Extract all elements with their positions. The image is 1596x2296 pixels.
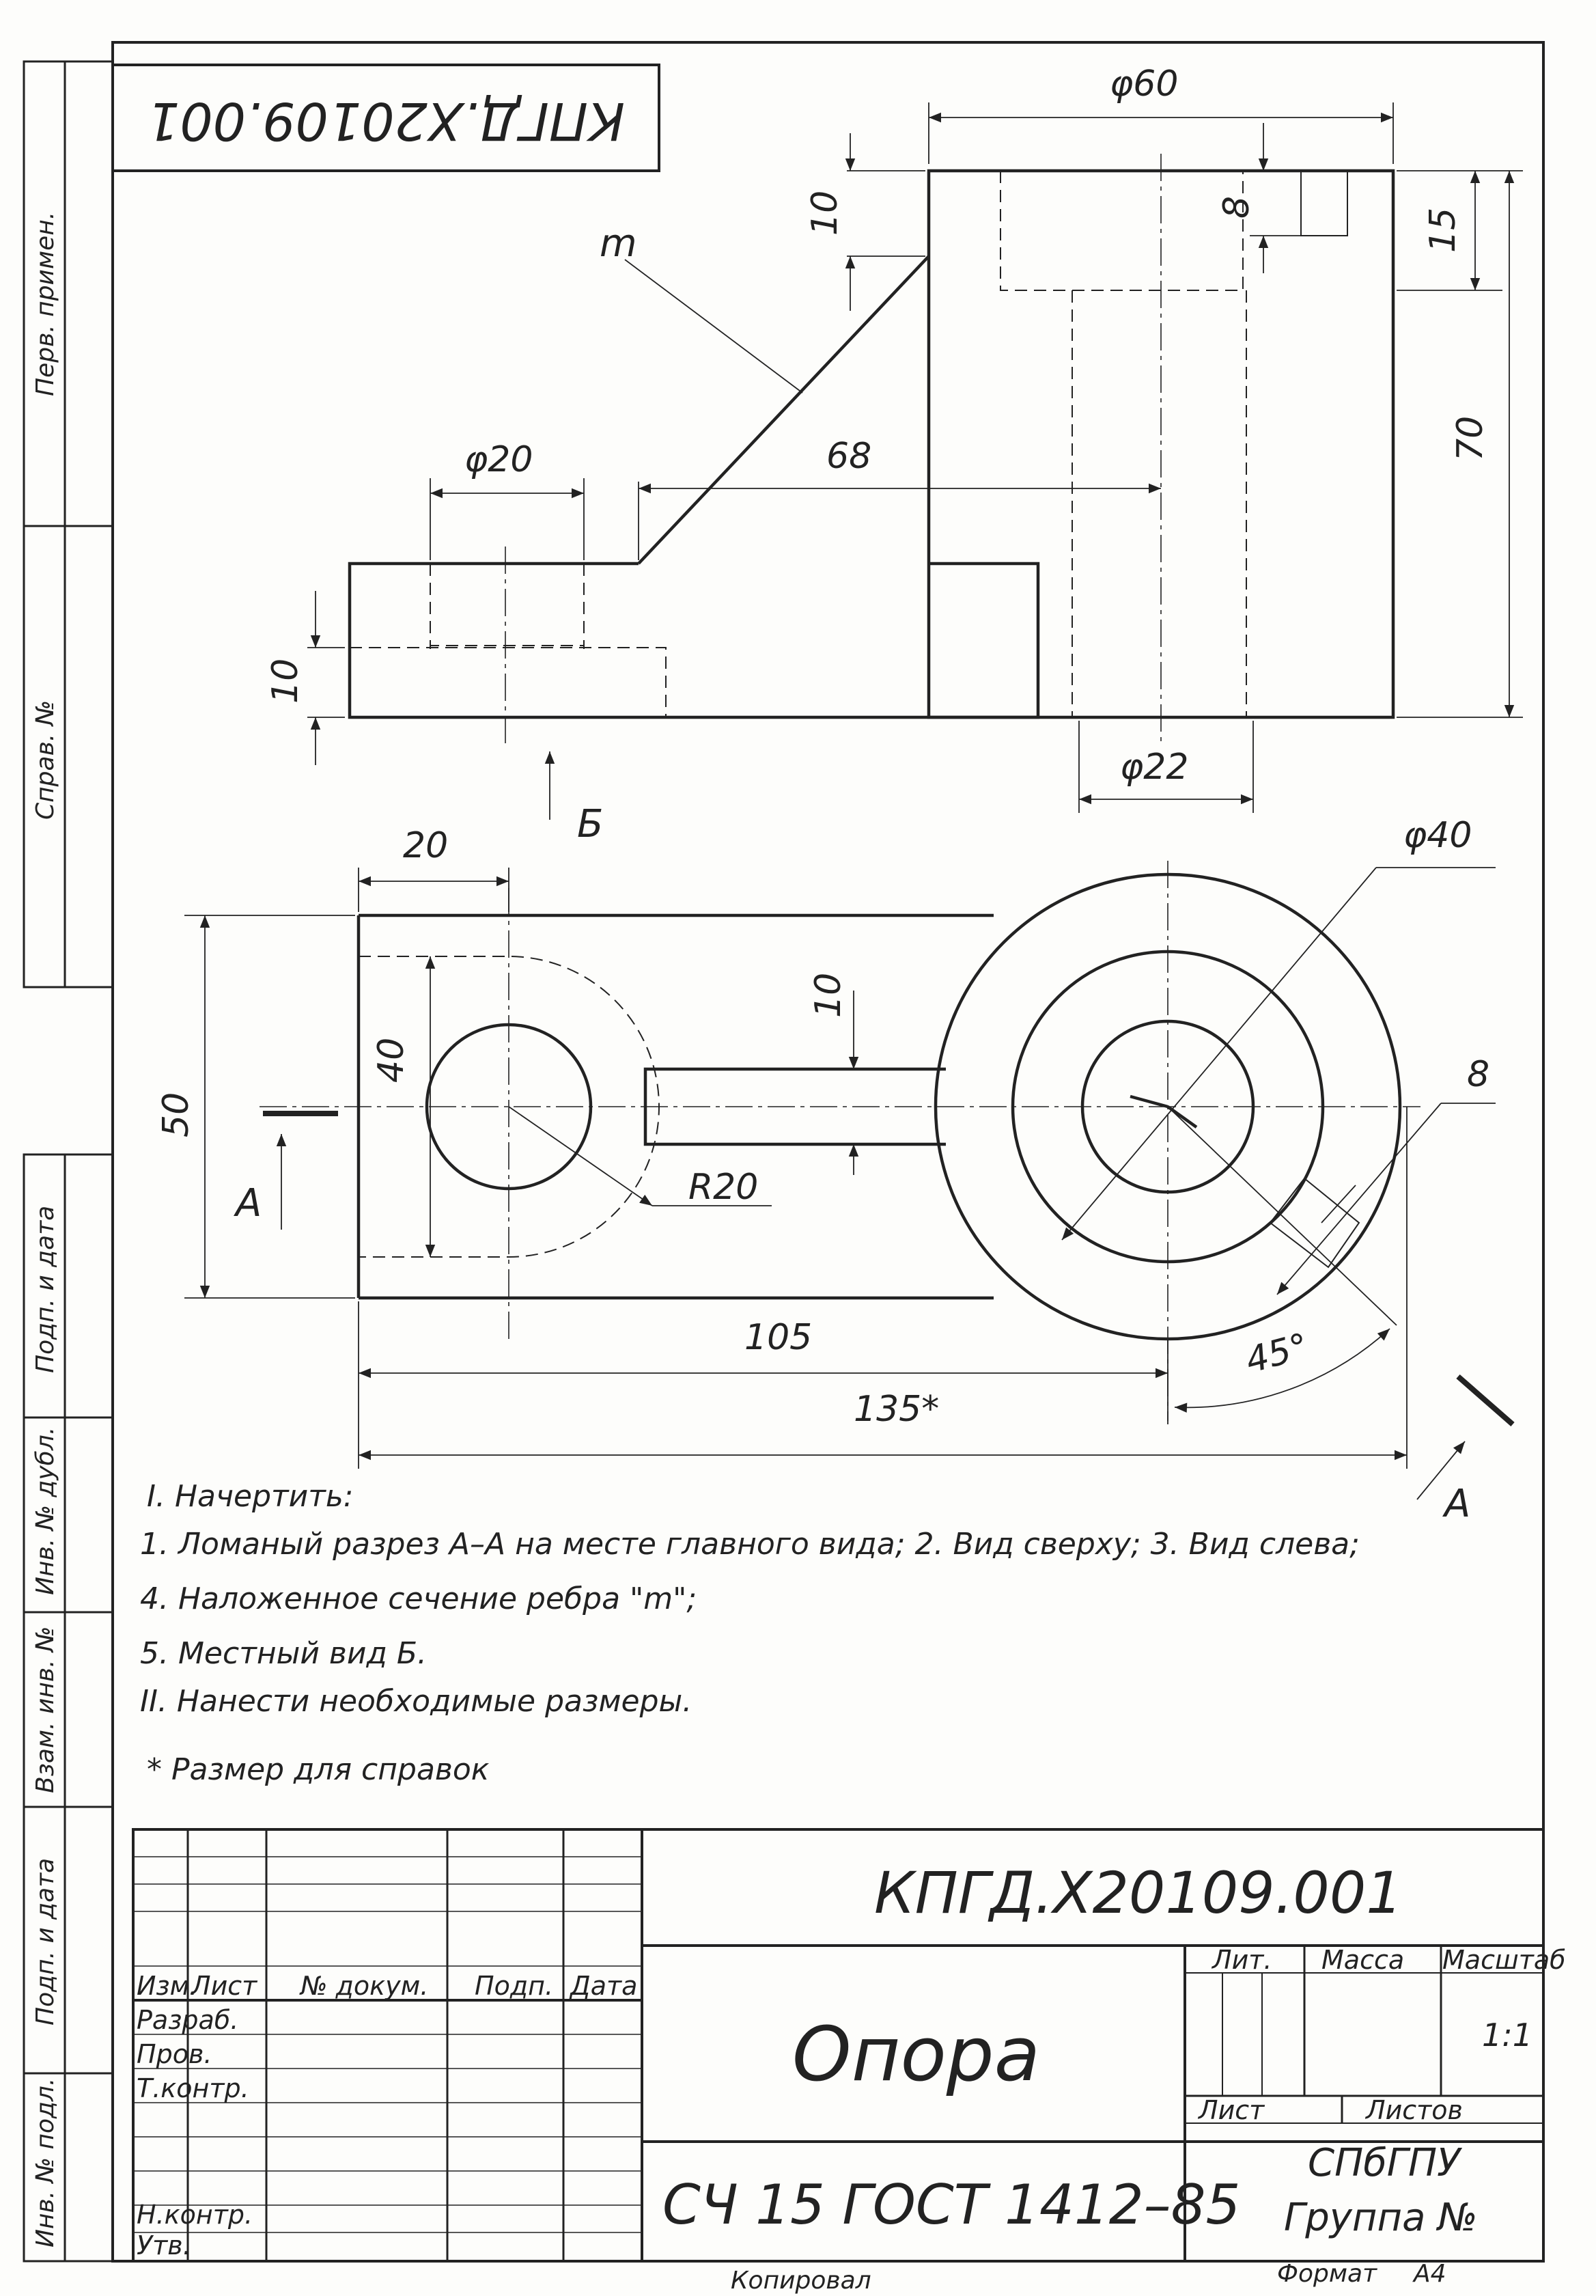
top-view-dimensions — [184, 867, 1515, 1500]
label-inv-podl: Инв. № подл. — [31, 2078, 59, 2247]
note-line-1: I. Начертить: — [147, 1479, 354, 1514]
dim-8-right: 8 — [1467, 1054, 1489, 1095]
rotated-stamp-code: КПГД.Х20109.001 — [147, 91, 625, 152]
dim-70: 70 — [1450, 416, 1491, 461]
note-line-5: II. Нанести необходимые размеры. — [140, 1684, 692, 1719]
dim-135: 135* — [854, 1389, 939, 1430]
col-data: Дата — [569, 1971, 637, 2001]
dim-d60: φ60 — [1110, 64, 1178, 105]
dim-40: 40 — [371, 1038, 412, 1083]
note-line-3: 4. Наложенное сечение ребра "m"; — [140, 1581, 697, 1616]
front-view — [348, 154, 1395, 745]
label-rib-m: m — [600, 221, 637, 266]
dim-15: 15 — [1423, 208, 1464, 253]
footer-format-label: Формат — [1277, 2260, 1377, 2288]
label-perv-primen: Перв. примен. — [31, 212, 59, 396]
dim-10-slot: 10 — [808, 973, 849, 1018]
label-massa: Масса — [1321, 1945, 1404, 1975]
rotated-stamp-box — [111, 64, 660, 172]
note-line-6: * Размер для справок — [147, 1752, 490, 1787]
label-listov: Листов — [1364, 2095, 1463, 2125]
sheet-frame — [111, 41, 1545, 2263]
footer-kopiroval: Копировал — [731, 2267, 871, 2295]
title-part-name: Опора — [792, 2010, 1040, 2098]
col-podp: Подп. — [475, 1971, 553, 2001]
dim-10-left: 10 — [265, 659, 306, 704]
col-izm: Изм. — [137, 1971, 197, 2001]
dim-d40: φ40 — [1403, 815, 1472, 856]
note-line-4: 5. Местный вид Б. — [140, 1636, 427, 1671]
title-doc-code: КПГД.Х20109.001 — [874, 1859, 1403, 1926]
label-vzam-inv: Взам. инв. № — [31, 1627, 59, 1793]
dim-10-top: 10 — [804, 191, 845, 236]
row-nkontr: Н.контр. — [137, 2200, 253, 2230]
label-section-a-right: А — [1442, 1482, 1470, 1526]
label-section-a-left: А — [234, 1181, 262, 1226]
title-material: СЧ 15 ГОСТ 1412–85 — [662, 2173, 1240, 2237]
row-prov: Пров. — [137, 2039, 212, 2069]
dim-45: 45° — [1242, 1326, 1313, 1382]
label-sprav-no: Справ. № — [31, 700, 59, 820]
group-no: Группа № — [1284, 2196, 1477, 2240]
label-inv-dubl: Инв. № дубл. — [31, 1427, 59, 1595]
title-block-grid — [132, 1828, 1545, 2263]
footer-format-value: А4 — [1412, 2260, 1446, 2288]
dim-r20: R20 — [688, 1167, 758, 1208]
label-list: Лист — [1197, 2095, 1265, 2125]
dim-50: 50 — [156, 1092, 197, 1137]
left-strip-bottom — [23, 1153, 114, 2263]
row-tkontr: Т.контр. — [137, 2073, 249, 2103]
row-razrab: Разраб. — [137, 2005, 238, 2035]
dim-68: 68 — [826, 436, 871, 477]
label-masshtab: Масштаб — [1442, 1945, 1566, 1975]
row-utv: Утв. — [137, 2230, 191, 2260]
front-view-dimensions — [307, 102, 1523, 820]
label-podp-data-2: Подп. и дата — [31, 1858, 59, 2025]
dim-105: 105 — [744, 1317, 812, 1358]
scale-value: 1:1 — [1482, 2017, 1532, 2053]
top-view — [260, 861, 1420, 1421]
col-dokum: № докум. — [299, 1971, 428, 2001]
dim-d20: φ20 — [464, 439, 533, 480]
label-podp-data-1: Подп. и дата — [31, 1206, 59, 1373]
dim-8-top: 8 — [1216, 196, 1257, 219]
col-list: Лист — [190, 1971, 258, 2001]
label-lit: Лит. — [1211, 1945, 1272, 1975]
org-name: СПбГПУ — [1308, 2141, 1463, 2185]
note-line-2: 1. Ломаный разрез А–А на месте главного … — [140, 1527, 1360, 1562]
label-view-b: Б — [577, 802, 603, 846]
left-strip-top — [23, 60, 114, 988]
dim-d22: φ22 — [1120, 747, 1188, 788]
dim-20: 20 — [403, 825, 448, 866]
